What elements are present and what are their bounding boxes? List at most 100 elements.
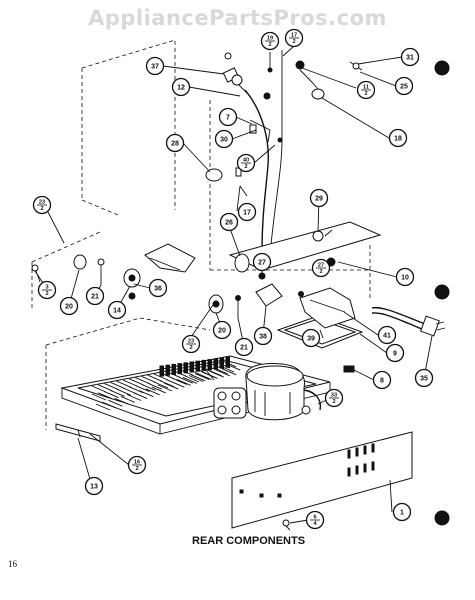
callout-circle	[392, 502, 412, 522]
callout-quantity: 2	[364, 91, 367, 97]
callout-c27a: 27	[252, 252, 272, 272]
callout-number: 41	[383, 332, 391, 339]
callout-c20a: 20	[59, 296, 79, 316]
callout-circle	[385, 343, 405, 363]
callout-circle	[148, 278, 168, 298]
callout-c27b: 272	[311, 258, 331, 278]
callout-number: 21	[240, 344, 248, 351]
callout-number: 20	[218, 327, 226, 334]
mounting-rail	[55, 423, 101, 442]
callout-number: 40	[243, 157, 249, 163]
callout-number: 16	[134, 459, 140, 465]
callout-c16: 162	[127, 455, 147, 475]
cover-vents	[239, 443, 375, 498]
callout-c1: 1	[392, 502, 412, 522]
callout-c13: 13	[84, 476, 104, 496]
callout-number: 26	[225, 219, 233, 226]
callout-number: 6	[313, 514, 316, 520]
callout-circle	[377, 325, 397, 345]
callout-quantity: 2	[292, 39, 295, 45]
callout-quantity: 2	[244, 164, 247, 170]
callout-number: 33	[331, 392, 337, 398]
compressor	[205, 363, 322, 421]
callout-c10: 10	[395, 267, 415, 287]
callout-number: 21	[91, 293, 99, 300]
callout-circle	[165, 133, 185, 153]
callout-circle	[212, 320, 232, 340]
callout-number: 27	[258, 259, 266, 266]
coil-fin	[159, 365, 164, 377]
callout-c35: 35	[414, 368, 434, 388]
callout-quantity: 2	[135, 466, 138, 472]
coil-segment	[91, 385, 111, 411]
callout-c37: 37	[145, 56, 165, 76]
coil-fin	[213, 358, 218, 370]
callout-number: 12	[177, 84, 185, 91]
callout-number: 23	[39, 199, 45, 205]
binder-hole-middle	[434, 284, 450, 300]
coil-fin	[171, 363, 176, 375]
callout-number: 9	[393, 350, 397, 357]
coil-fin	[207, 359, 212, 371]
callout-number: 18	[394, 135, 402, 142]
callout-c41: 41	[377, 325, 397, 345]
binder-hole-top	[434, 60, 450, 76]
callout-c11: 112	[356, 80, 376, 100]
callout-quantity: 2	[319, 269, 322, 275]
callout-number: 7	[226, 114, 230, 121]
coil-fin	[177, 363, 182, 375]
callout-number: 38	[259, 333, 267, 340]
cabinet-outline	[31, 39, 371, 430]
coil-fin	[219, 357, 224, 369]
callout-quantity: 2	[268, 42, 271, 48]
callout-circle	[394, 76, 414, 96]
callout-c21b: 21	[234, 337, 254, 357]
coil-segment	[153, 373, 173, 392]
callout-circle	[84, 476, 104, 496]
callout-circle	[309, 188, 329, 208]
callout-number: 39	[307, 335, 315, 342]
power-cord	[343, 306, 446, 373]
callout-number: 25	[400, 83, 408, 90]
callout-number: 31	[406, 54, 414, 61]
callout-c21a: 21	[85, 286, 105, 306]
callout-quantity: 2	[40, 206, 43, 212]
callout-c17a: 172	[284, 28, 304, 48]
callout-number: 13	[90, 483, 98, 490]
callout-circle	[219, 212, 239, 232]
page-number: 16	[8, 559, 17, 569]
callout-quantity: 2	[45, 291, 48, 297]
rear-bracket	[228, 221, 382, 280]
top-fittings	[205, 52, 360, 197]
drain-pan	[276, 287, 364, 349]
callout-circle	[85, 286, 105, 306]
callout-number: 8	[380, 377, 384, 384]
callout-number: 36	[154, 285, 162, 292]
callout-c31: 31	[400, 47, 420, 67]
callout-number: 11	[363, 84, 369, 90]
callout-quantity: 2	[332, 399, 335, 405]
callout-circle	[252, 252, 272, 272]
callout-circle	[395, 267, 415, 287]
coil-segment	[98, 384, 117, 409]
callout-circle	[214, 129, 234, 149]
coil-segment	[141, 375, 160, 396]
coil-fin	[201, 359, 206, 371]
center-parts	[208, 283, 304, 318]
callout-circle	[218, 107, 238, 127]
callout-circle	[107, 300, 127, 320]
callout-number: 28	[171, 140, 179, 147]
callout-number: 20	[65, 303, 73, 310]
callout-number: 30	[220, 136, 228, 143]
callout-c12: 12	[171, 77, 191, 97]
callout-number: 14	[113, 307, 121, 314]
callout-c39: 39	[301, 328, 321, 348]
callout-number: 29	[315, 195, 323, 202]
callout-c25: 25	[394, 76, 414, 96]
callout-c17b: 17	[237, 202, 257, 222]
callout-c9: 9	[385, 343, 405, 363]
callout-c30: 30	[214, 129, 234, 149]
callout-c14: 14	[107, 300, 127, 320]
